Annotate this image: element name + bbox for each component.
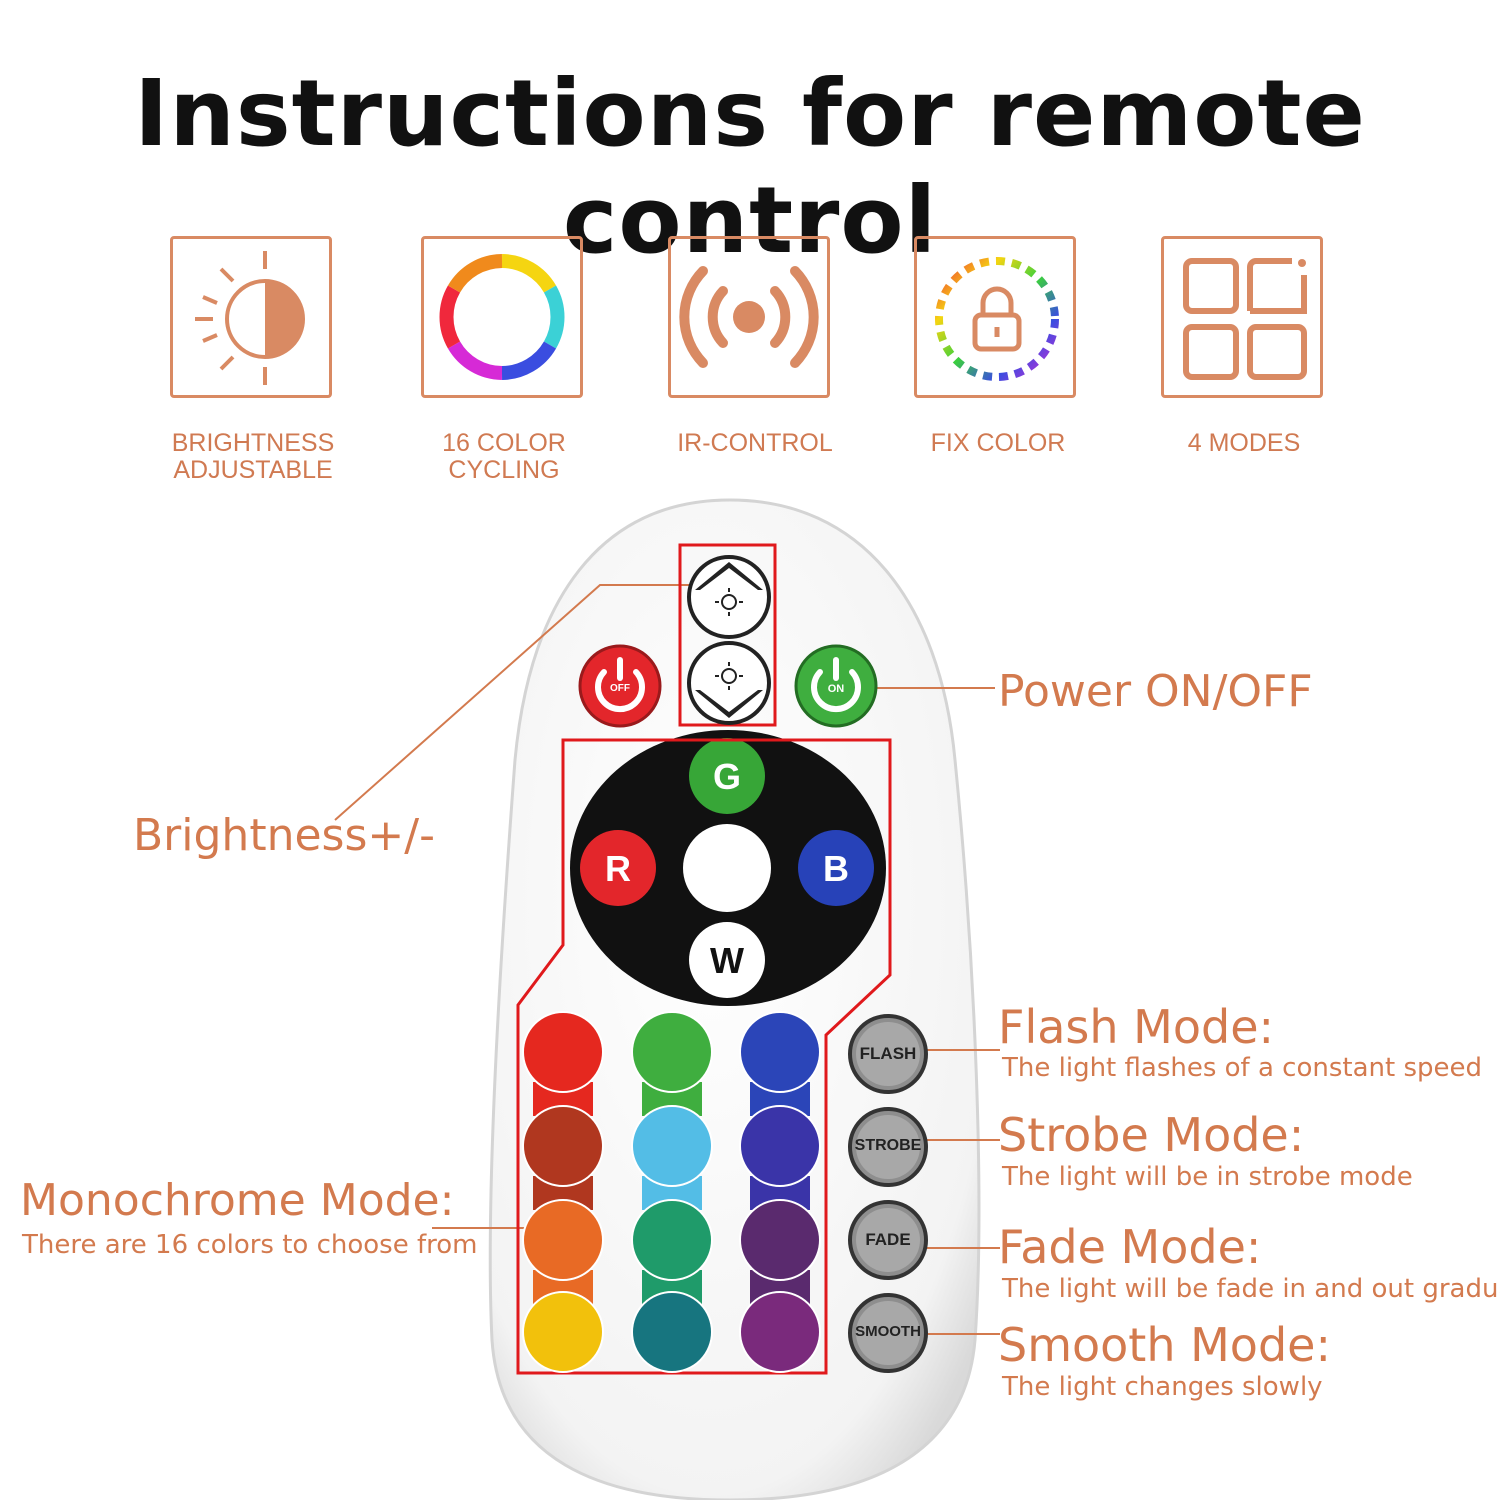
feature-label-ir-control: IR-CONTROL (677, 429, 833, 457)
feature-ir-control (668, 236, 830, 398)
flash-callout-sub: The light flashes of a constant speed (1002, 1053, 1483, 1083)
color-button[interactable] (522, 1105, 604, 1187)
color-button-grid (522, 1011, 821, 1373)
white-label: W (710, 940, 744, 981)
color-button[interactable] (522, 1011, 604, 1093)
feature-label-4-modes: 4 MODES (1187, 429, 1301, 457)
white-button[interactable] (689, 922, 765, 998)
smooth-label: SMOOTH (855, 1323, 921, 1340)
brightness-highlight (678, 543, 777, 727)
flash-callout-title: Flash Mode: (998, 1000, 1274, 1054)
color-button[interactable] (522, 1291, 604, 1373)
power-callout: Power ON/OFF (998, 666, 1313, 717)
strobe-button[interactable] (848, 1107, 928, 1187)
color-ring-icon (439, 254, 565, 380)
fade-callout-sub: The light will be fade in and out gradua… (1002, 1274, 1500, 1304)
brightness-down-button[interactable] (687, 641, 771, 725)
feature-brightness (170, 236, 332, 398)
remote-illustration (334, 498, 1000, 1500)
smooth-callout-sub: The light changes slowly (1002, 1372, 1323, 1402)
power-off-label: OFF (610, 683, 630, 694)
color-button[interactable] (522, 1199, 604, 1281)
feature-4-modes (1161, 236, 1323, 398)
color-button[interactable] (739, 1011, 821, 1093)
color-button[interactable] (739, 1199, 821, 1281)
brightness-up-button[interactable] (687, 555, 771, 639)
fade-button[interactable] (848, 1200, 928, 1280)
smooth-button[interactable] (848, 1293, 928, 1373)
monochrome-callout-title: Monochrome Mode: (20, 1175, 455, 1226)
red-label: R (605, 848, 631, 889)
blue-label: B (823, 848, 849, 889)
feature-label-fix-color: FIX COLOR (930, 429, 1066, 457)
power-off-button[interactable] (578, 644, 662, 728)
smooth-callout-title: Smooth Mode: (998, 1318, 1331, 1372)
callout-lines (334, 584, 1000, 1335)
color-lock-icon (935, 257, 1059, 381)
color-button[interactable] (631, 1199, 713, 1281)
color-button[interactable] (631, 1291, 713, 1373)
color-button[interactable] (631, 1105, 713, 1187)
center-button[interactable] (683, 824, 771, 912)
feature-color-cycling (421, 236, 583, 398)
blue-button[interactable] (798, 830, 874, 906)
flash-button[interactable] (848, 1014, 928, 1094)
green-label: G (712, 756, 741, 797)
brightness-icon (195, 251, 305, 385)
strobe-label: STROBE (854, 1137, 922, 1154)
power-on-label: ON (827, 683, 845, 695)
power-on-button[interactable] (794, 644, 878, 728)
color-button[interactable] (739, 1291, 821, 1373)
strobe-callout-sub: The light will be in strobe mode (1002, 1162, 1413, 1192)
flash-label: FLASH (859, 1044, 917, 1063)
page-title: Instructions for remote control (134, 60, 1366, 274)
monochrome-callout-sub: There are 16 colors to choose from (22, 1230, 478, 1260)
green-button[interactable] (689, 738, 765, 814)
brightness-callout: Brightness+/- (133, 810, 435, 861)
fade-callout-title: Fade Mode: (998, 1220, 1262, 1274)
modes-grid-icon (1183, 258, 1307, 380)
feature-fix-color (914, 236, 1076, 398)
red-button[interactable] (580, 830, 656, 906)
color-button[interactable] (631, 1011, 713, 1093)
ir-signal-icon (679, 266, 819, 368)
monochrome-highlight (516, 738, 892, 1375)
color-button[interactable] (739, 1105, 821, 1187)
fade-label: FADE (865, 1230, 911, 1249)
strobe-callout-title: Strobe Mode: (998, 1108, 1305, 1162)
